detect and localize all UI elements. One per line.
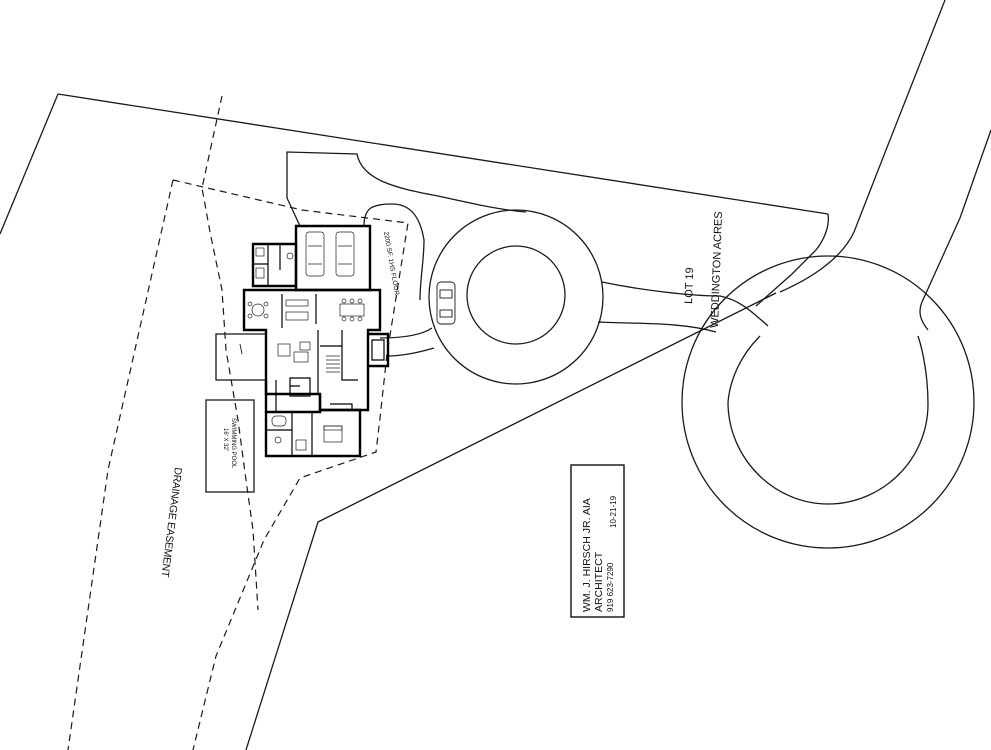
street	[681, 0, 991, 549]
car-icon	[436, 281, 456, 325]
architect-phone: 919 623-7290	[606, 562, 615, 612]
drainage-easement-line	[201, 95, 259, 611]
turnaround-circle-outer	[428, 209, 604, 385]
garage	[294, 224, 372, 292]
architect-name: WM. J. HIRSCH JR. AIA	[581, 498, 593, 612]
cul-de-sac-inner	[727, 335, 929, 505]
subdivision-label: WEDDINGTON ACRES	[709, 211, 725, 328]
drawing-date: 10-21-19	[609, 495, 618, 528]
garage-car-1	[305, 231, 325, 277]
house-floor-plan	[242, 224, 390, 458]
property-lines	[0, 93, 830, 750]
building-setback-line	[172, 179, 409, 750]
floor-area-label: 2200 SF. 1HS FLOOR	[382, 231, 400, 296]
pool-name-label: SWIMMING POOL	[230, 418, 236, 469]
property-line-ne	[755, 213, 830, 307]
driveway	[286, 151, 769, 385]
master-bed	[323, 425, 343, 443]
property-line-nw	[0, 93, 59, 235]
pool-pavilion	[215, 333, 267, 381]
title-block: WM. J. HIRSCH JR. AIA ARCHITECT 919 623-…	[570, 464, 625, 618]
cul-de-sac-outer	[681, 255, 975, 549]
pool-size-label: 16' X 32'	[222, 428, 228, 451]
architect-role: ARCHITECT	[593, 551, 605, 612]
lot-number-label: LOT 19	[683, 267, 696, 304]
property-line-south	[245, 292, 777, 750]
easement-line-west	[67, 179, 174, 750]
property-line-north	[57, 93, 829, 215]
easement-lines	[67, 95, 409, 750]
drawing-labels: 2200 SF. 1HS FLOOR 16' X 32' SWIMMING PO…	[158, 211, 725, 578]
garage-car-2	[335, 231, 355, 277]
easement-label: DRAINAGE EASEMENT	[158, 467, 183, 579]
turnaround-island	[466, 245, 566, 345]
swimming-pool	[205, 399, 255, 493]
main-living-block	[242, 288, 382, 412]
